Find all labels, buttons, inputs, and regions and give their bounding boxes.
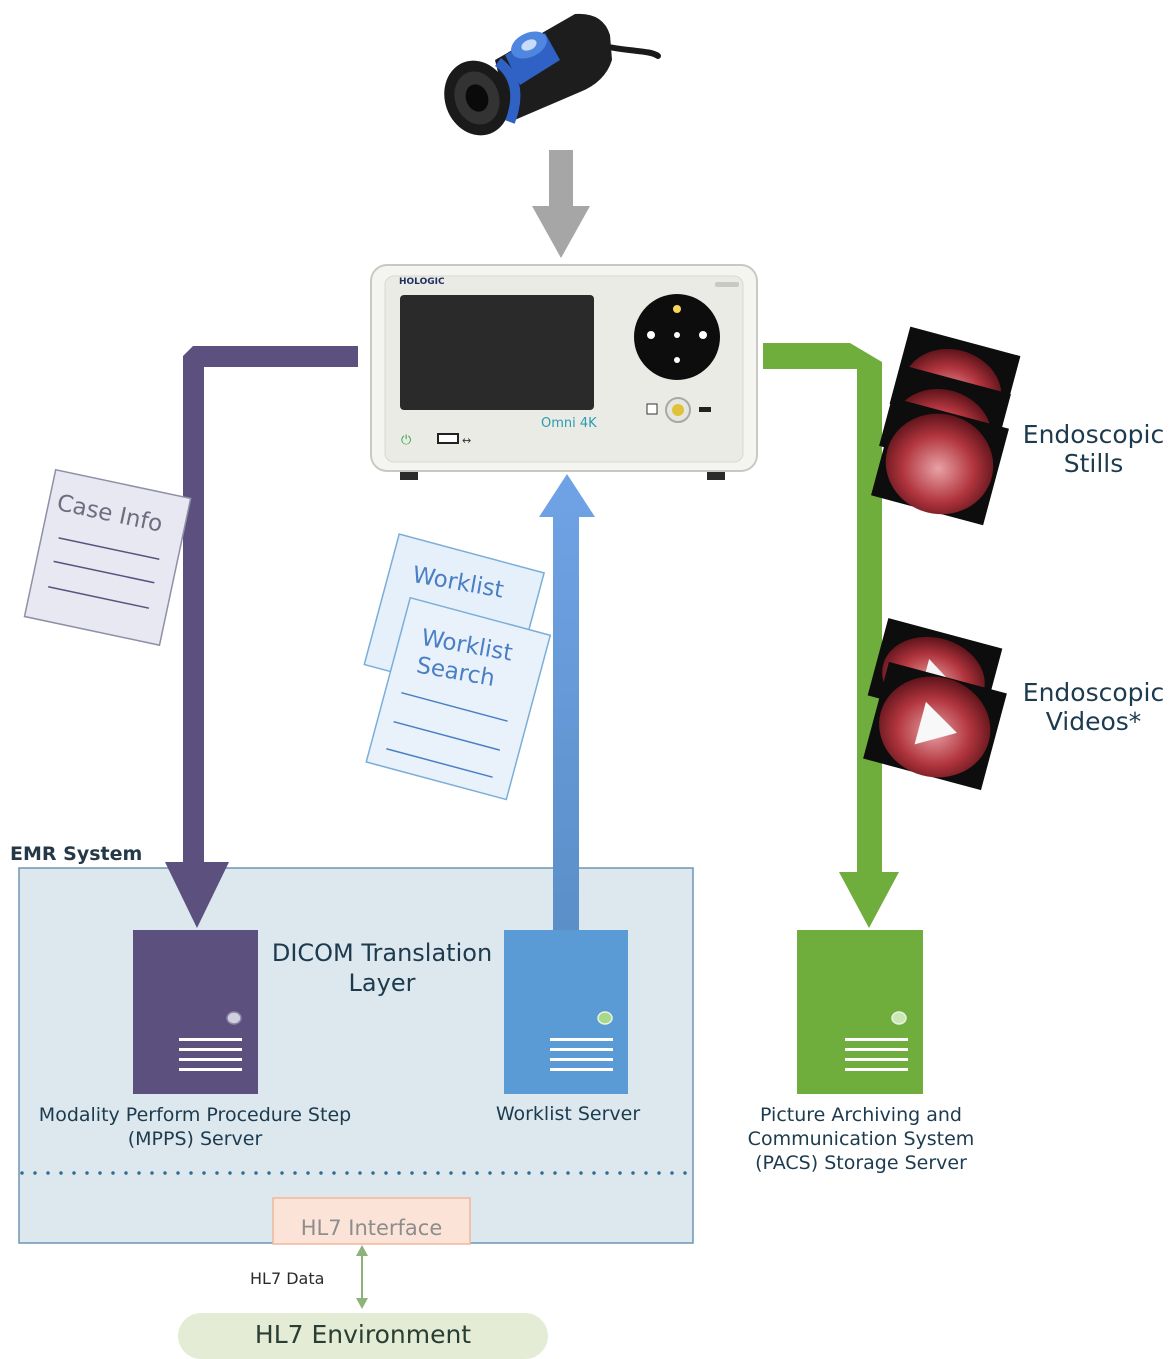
usb-port-icon: [437, 433, 459, 444]
hl7-interface-box: [272, 1197, 471, 1245]
worklist-server-icon: [504, 930, 628, 1094]
case-info-flow-arrow: [165, 346, 358, 928]
power-icon: ⏻: [401, 433, 411, 448]
device-screen: [400, 295, 594, 410]
device-brand-label: HOLOGIC: [399, 277, 445, 287]
pacs-server-label: Picture Archiving and Communication Syst…: [747, 1104, 975, 1174]
media-flow-arrow: [763, 343, 899, 928]
hl7-environment-pill: [178, 1313, 548, 1359]
camera-flow-arrow: [532, 150, 590, 258]
worklist-server-label: Worklist Server: [495, 1103, 641, 1125]
emr-system-label: EMR System: [10, 843, 143, 865]
mpps-server-label: Modality Perform Procedure Step (MPPS) S…: [38, 1104, 352, 1150]
play-icon: [914, 701, 957, 745]
hl7-interface-label: HL7 Interface: [300, 1216, 443, 1240]
worklist-search-document-icon: [365, 596, 552, 801]
endoscopic-stills-label: Endoscopic Stills: [1022, 420, 1165, 478]
endoscopic-videos-label: Endoscopic Videos*: [1022, 678, 1165, 736]
hl7-data-label: HL7 Data: [250, 1269, 325, 1288]
case-info-document-icon: [23, 468, 192, 647]
hl7-environment-label: HL7 Environment: [254, 1320, 472, 1349]
worklist-flow-arrow: [539, 474, 595, 930]
camera-head-icon: [444, 13, 661, 136]
endoscopic-video-2: [863, 661, 1007, 791]
pacs-server-icon: [797, 930, 923, 1094]
mpps-server-icon: [133, 930, 258, 1094]
svg-text:↔: ↔: [462, 434, 471, 447]
dicom-translation-layer-label: DICOM Translation Layer: [271, 939, 493, 997]
endoscopic-still-3: [871, 398, 1009, 526]
device-model-label: Omni 4K: [541, 416, 597, 431]
omni-4k-device-icon: ⏻ ↔: [370, 264, 758, 480]
hl7-data-arrow: [356, 1245, 368, 1309]
